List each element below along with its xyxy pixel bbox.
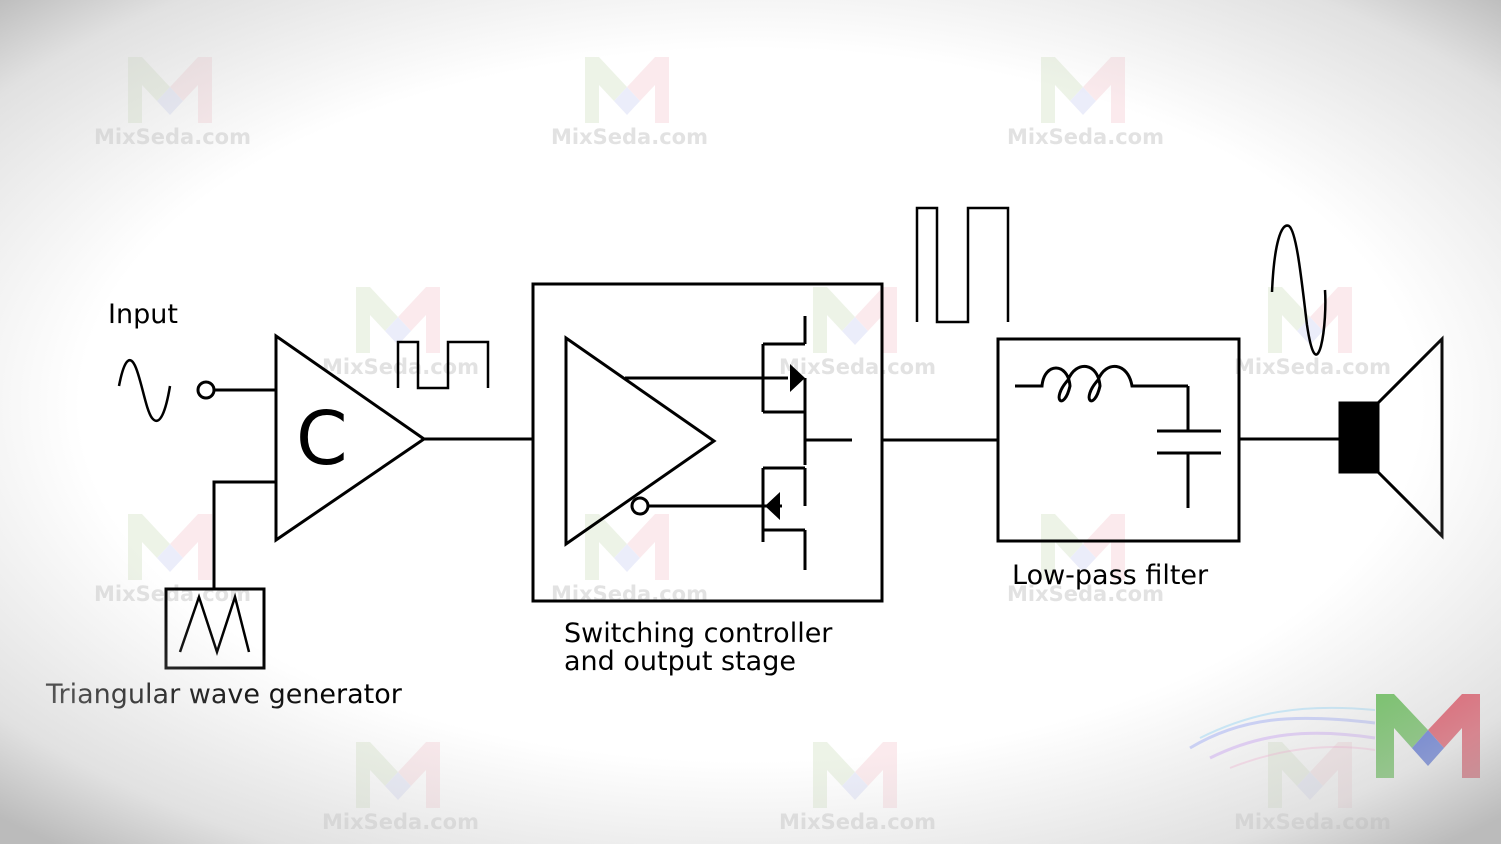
inductor-symbol: [1015, 364, 1188, 403]
pwm-square-wave: [396, 340, 490, 390]
driver-inverting-bubble: [630, 496, 650, 516]
switching-controller-label-line1: Switching controller: [564, 618, 833, 649]
comparator-label: C: [296, 396, 348, 482]
triangle-wave-icon: [178, 592, 251, 657]
input-terminal: [196, 380, 216, 400]
triangle-generator-wire: [212, 480, 276, 588]
lower-mosfet: [761, 466, 807, 570]
switching-controller-box: [531, 282, 884, 603]
speaker-cone: [1376, 335, 1444, 540]
switching-controller-label-line2: and output stage: [564, 646, 796, 677]
output-sine-wave: [1270, 224, 1327, 356]
triangular-wave-generator-box: [164, 587, 266, 670]
triangular-wave-generator-label: Triangular wave generator: [46, 679, 402, 710]
decorative-wisps: [1189, 706, 1376, 769]
brand-logo: [1376, 694, 1480, 778]
input-sine-wave: [117, 358, 172, 422]
speaker-magnet: [1338, 401, 1380, 474]
low-pass-filter-label: Low-pass filter: [1012, 560, 1209, 591]
amplified-square-wave: [915, 206, 1010, 324]
input-label: Input: [108, 299, 178, 330]
low-pass-filter-box: [996, 337, 1241, 543]
upper-mosfet: [761, 316, 807, 465]
